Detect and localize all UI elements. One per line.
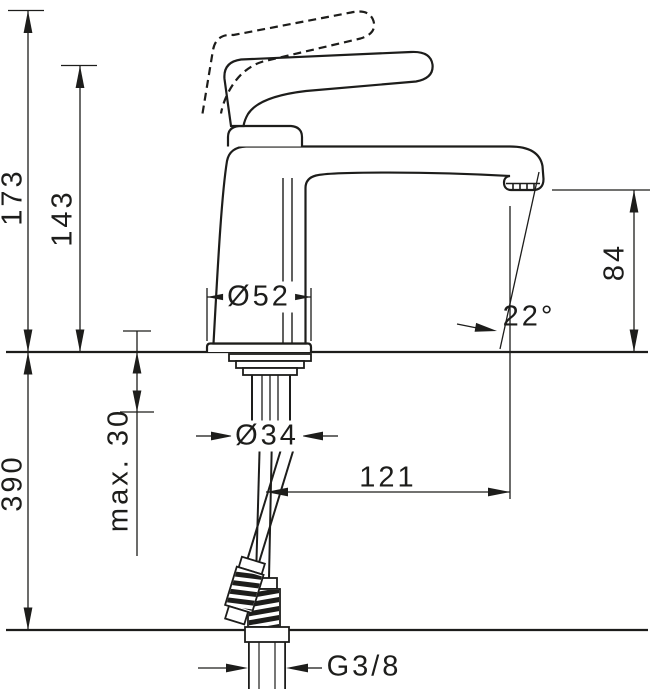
- dim-label-max-thickness: max. 30: [102, 407, 135, 533]
- handle-lever: [223, 50, 434, 128]
- dim-label-spout-height: 143: [46, 189, 79, 247]
- aerator: [506, 182, 540, 190]
- base-plinth: [205, 342, 313, 352]
- dim-reach-121: [266, 206, 511, 499]
- mounting-nut: [242, 367, 298, 376]
- dim-total-height-173: [8, 9, 44, 352]
- dim-depth-390: [23, 352, 33, 630]
- dim-max-thickness-30: [120, 330, 154, 556]
- dim-label-shank-diameter: Ø34: [231, 420, 303, 452]
- supply-hose-angled: [223, 431, 299, 626]
- handle-lever-raised-dashed: [201, 10, 376, 114]
- connection-nut: [224, 604, 250, 626]
- dimension-graphics: [8, 9, 650, 673]
- dim-thread-g38: [198, 663, 322, 673]
- mounting-washer: [235, 360, 305, 369]
- dim-spray-angle-22: [456, 171, 540, 350]
- body-and-spout: [212, 145, 545, 345]
- dim-label-depth: 390: [0, 454, 29, 512]
- faucet-below-counter: [223, 353, 312, 689]
- dim-spout-height-143: [61, 64, 97, 352]
- dim-label-total-height: 173: [0, 168, 29, 226]
- dim-label-reach: 121: [359, 461, 417, 494]
- dim-label-thread: G3/8: [326, 650, 402, 683]
- dim-outlet-height-84: [552, 189, 650, 352]
- dim-label-spray-angle: 22°: [502, 300, 556, 333]
- dim-shank-diameter-34: [196, 431, 338, 441]
- connection-nut: [244, 626, 290, 643]
- handle-cap: [226, 124, 304, 147]
- dim-label-base-diameter: Ø52: [223, 281, 295, 313]
- mounting-washer: [228, 353, 312, 362]
- dim-label-outlet-height: 84: [598, 242, 631, 282]
- reference-lines: [6, 350, 648, 632]
- internal-pipe-lines: [282, 178, 293, 343]
